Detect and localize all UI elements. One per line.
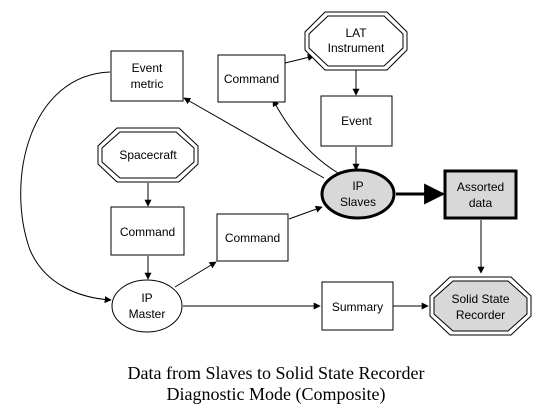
label-summary: Summary (332, 300, 383, 314)
edges (20, 54, 485, 310)
node-solid-state-recorder: Solid State Recorder (429, 276, 532, 336)
label-ip-master-2: Master (129, 307, 166, 321)
node-event: Event (320, 95, 393, 147)
node-command-mid: Command (216, 213, 289, 262)
edge-command-to-lat (284, 54, 315, 64)
label-event: Event (341, 114, 372, 128)
node-ip-slaves: IP Slaves (320, 168, 396, 220)
label-assorted-1: Assorted (457, 180, 504, 194)
label-ssr-2: Recorder (456, 308, 505, 322)
label-ip-slaves-2: Slaves (340, 195, 376, 209)
node-command-top: Command (217, 54, 286, 103)
caption-line-2: Diagnostic Mode (Composite) (167, 384, 386, 405)
node-spacecraft: Spacecraft (97, 127, 199, 183)
label-ip-slaves-1: IP (352, 179, 363, 193)
edge-ipslaves-to-command-top (272, 99, 339, 174)
node-ip-master: IP Master (111, 279, 183, 333)
label-ip-master-1: IP (141, 291, 152, 305)
label-command-top: Command (224, 72, 279, 86)
label-spacecraft: Spacecraft (119, 148, 177, 162)
label-lat-1: LAT (345, 26, 367, 40)
edge-ipmaster-to-command-mid (174, 261, 217, 288)
edge-eventmetric-to-ipmaster (20, 71, 112, 304)
node-summary: Summary (321, 281, 394, 331)
node-command-left: Command (110, 206, 185, 256)
label-command-mid: Command (225, 231, 280, 245)
label-ssr-1: Solid State (451, 292, 509, 306)
node-lat-instrument: LAT Instrument (304, 11, 408, 71)
node-assorted-data: Assorted data (443, 169, 518, 220)
label-lat-2: Instrument (328, 41, 385, 55)
edge-ipslaves-to-eventmetric (183, 97, 325, 179)
label-assorted-2: data (469, 196, 493, 210)
caption-line-1: Data from Slaves to Solid State Recorder (128, 363, 425, 383)
label-event-metric-1: Event (132, 61, 163, 75)
label-command-left: Command (120, 225, 175, 239)
caption: Data from Slaves to Solid State Recorder… (128, 363, 425, 405)
edge-command-mid-to-ipslaves (288, 205, 323, 220)
node-event-metric: Event metric (110, 50, 184, 102)
label-event-metric-2: metric (131, 77, 164, 91)
